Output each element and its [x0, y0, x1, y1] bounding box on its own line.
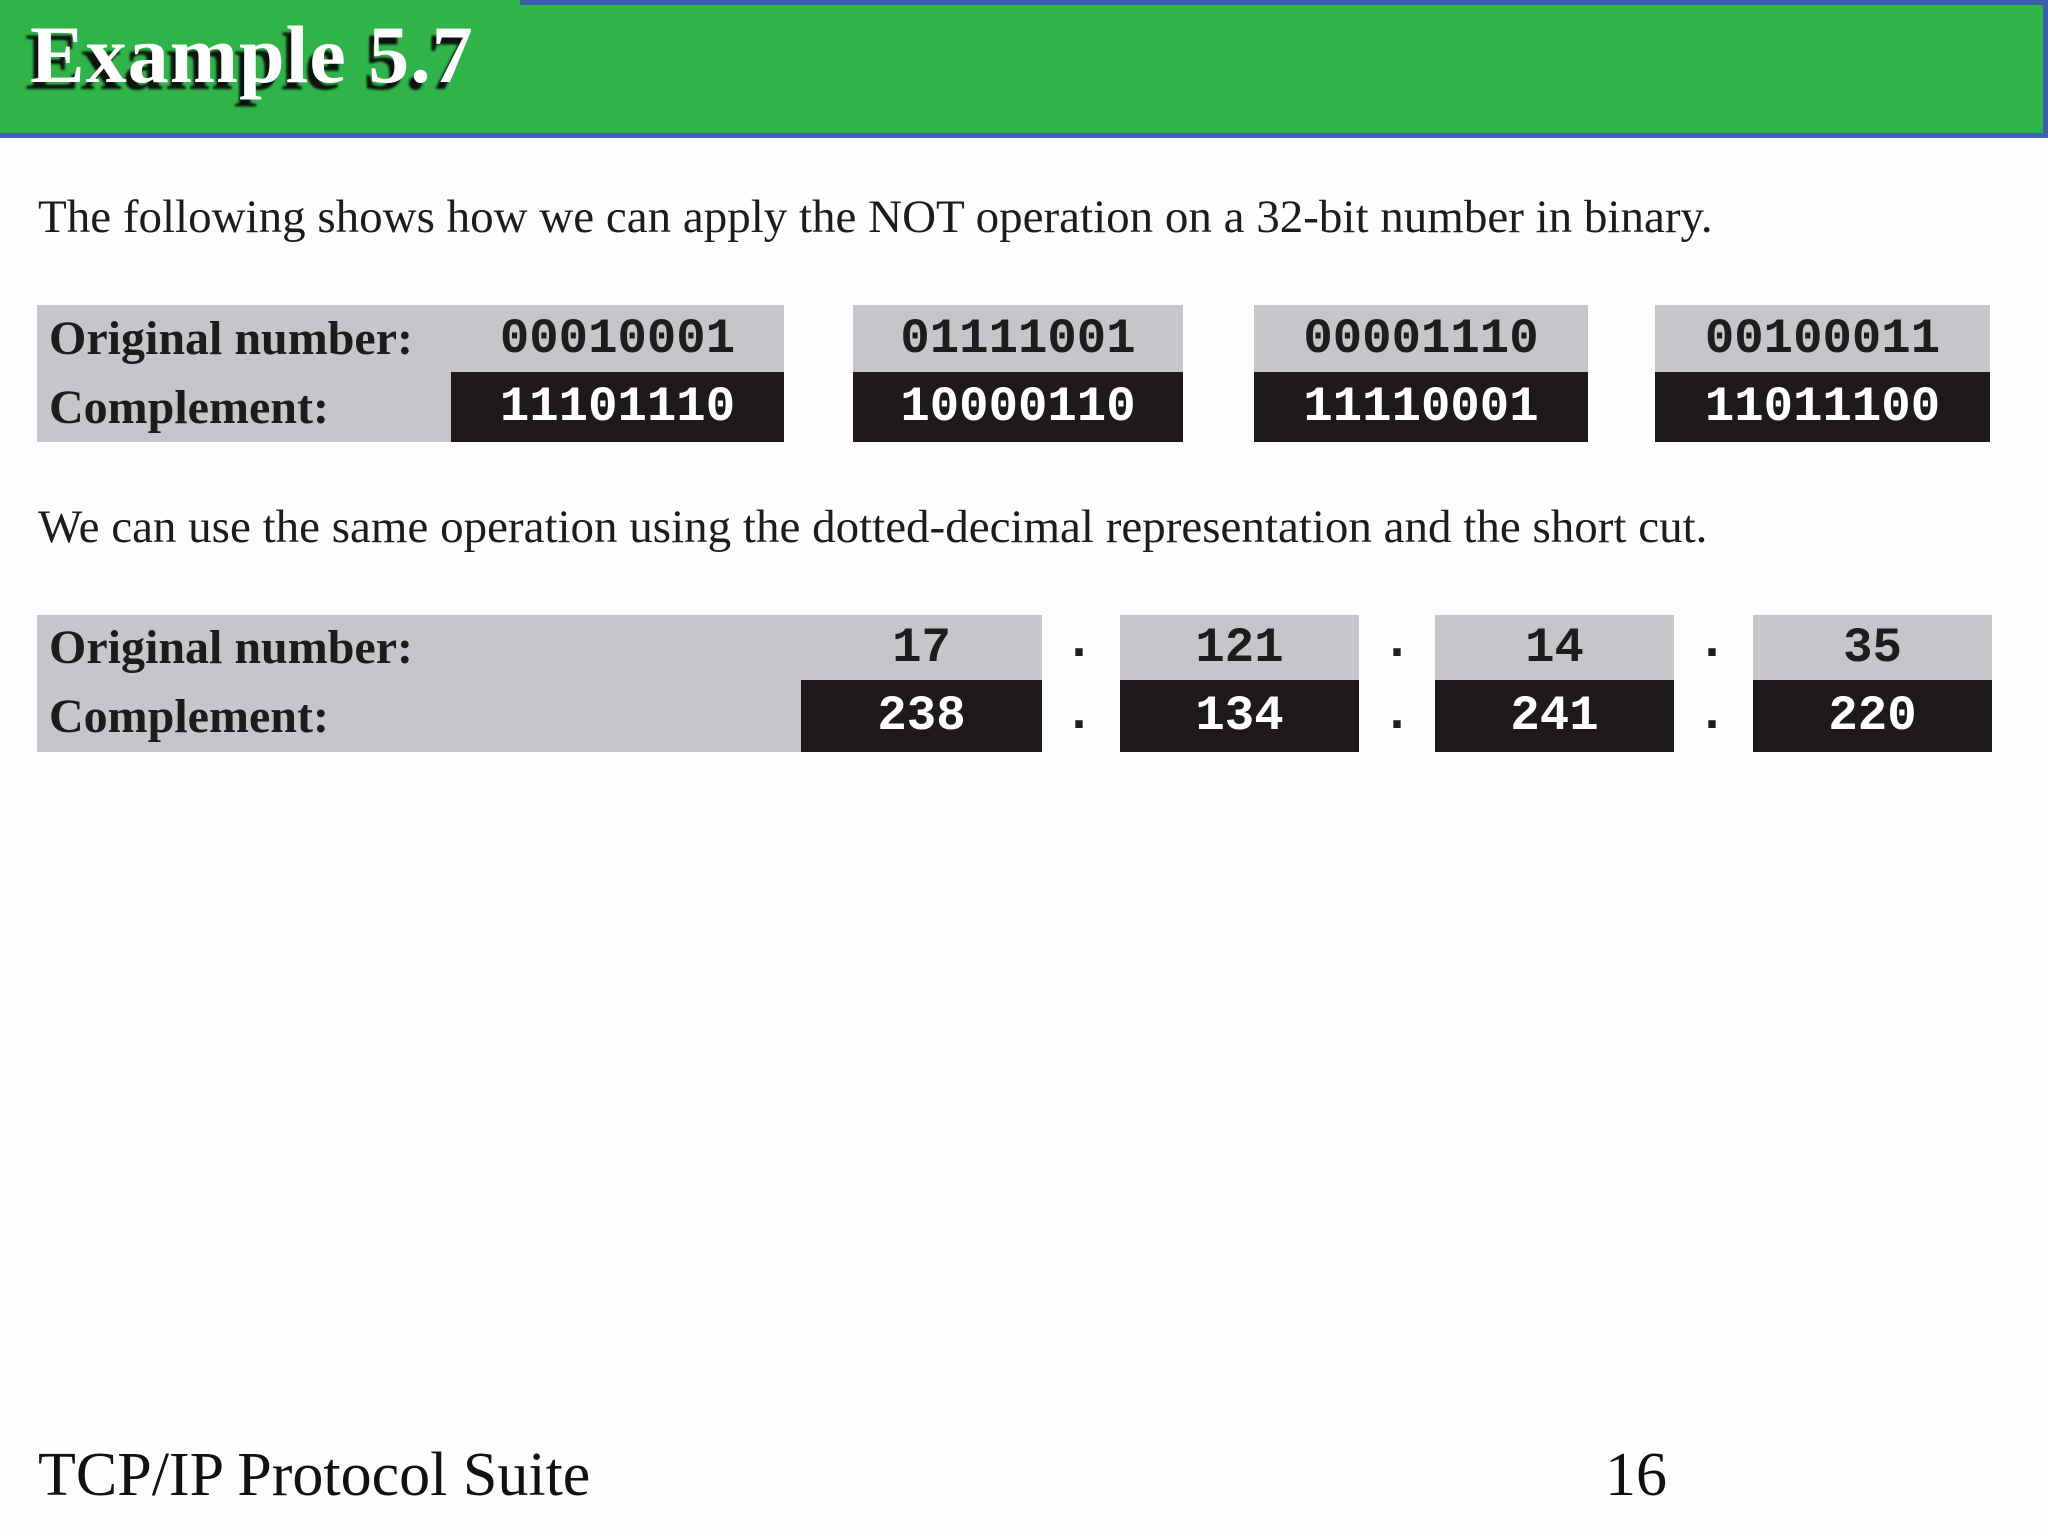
intro-paragraph: The following shows how we can apply the…: [38, 191, 1713, 243]
decimal-octet-block-2: 121 134: [1120, 615, 1359, 752]
dot-separator: .: [1696, 613, 1728, 672]
binary-original-value: 01111001: [900, 310, 1136, 367]
decimal-complement-value: 241: [1435, 680, 1674, 752]
original-row: 01111001: [853, 305, 1183, 372]
complement-row: Complement: 238: [37, 680, 1042, 752]
dot-separator: .: [1381, 685, 1413, 744]
title-bar: [0, 0, 2048, 133]
dot-separator: .: [1063, 613, 1095, 672]
decimal-complement-value: 134: [1120, 680, 1359, 752]
binary-complement-value: 10000110: [853, 372, 1183, 442]
complement-label: Complement:: [49, 380, 329, 434]
footer-book-title: TCP/IP Protocol Suite: [38, 1441, 591, 1509]
complement-row: 11110001: [1254, 372, 1588, 442]
decimal-original-value: 14: [1525, 619, 1584, 676]
decimal-octet-block-1: Original number: 17 Complement: 238: [37, 615, 1042, 752]
dot-separator: .: [1381, 613, 1413, 672]
original-row: 00100011: [1655, 305, 1990, 372]
decimal-original-value: 121: [1195, 619, 1284, 676]
complement-label: Complement:: [49, 689, 329, 743]
dot-separator: .: [1063, 685, 1095, 744]
binary-octet-block-2: 01111001 10000110: [853, 305, 1183, 442]
header-underline: [0, 133, 2048, 138]
binary-complement-value: 11101110: [451, 372, 784, 442]
original-row: 121: [1120, 615, 1359, 680]
decimal-original-value: 17: [892, 619, 951, 676]
decimal-complement-value: 238: [801, 680, 1042, 752]
dot-separator: .: [1696, 685, 1728, 744]
dotted-decimal-paragraph: We can use the same operation using the …: [38, 501, 1708, 553]
original-number-label: Original number:: [49, 312, 414, 365]
original-row: 35: [1753, 615, 1992, 680]
binary-complement-value: 11110001: [1254, 372, 1588, 442]
binary-octet-block-3: 00001110 11110001: [1254, 305, 1588, 442]
complement-row: 11011100: [1655, 372, 1990, 442]
binary-original-value: 00100011: [1704, 310, 1941, 367]
decimal-original-value: 35: [1843, 619, 1902, 676]
slide-title: Example 5.7: [30, 9, 474, 100]
decimal-complement-value: 220: [1753, 680, 1992, 752]
binary-octet-block-4: 00100011 11011100: [1655, 305, 1990, 442]
original-row: 14: [1435, 615, 1674, 680]
binary-octet-block-1: Original number: 00010001 Complement: 11…: [37, 305, 784, 442]
complement-row: 10000110: [853, 372, 1183, 442]
complement-row: 241: [1435, 680, 1674, 752]
binary-original-value: 00010001: [499, 310, 736, 367]
original-row: Original number: 00010001: [37, 305, 784, 372]
footer-page-number: 16: [1605, 1441, 1667, 1509]
complement-row: 220: [1753, 680, 1992, 752]
original-row: 00001110: [1254, 305, 1588, 372]
top-border-line: [520, 0, 2048, 5]
binary-complement-value: 11011100: [1655, 372, 1990, 442]
original-number-label: Original number:: [49, 621, 414, 674]
complement-row: 134: [1120, 680, 1359, 752]
decimal-octet-block-3: 14 241: [1435, 615, 1674, 752]
decimal-octet-block-4: 35 220: [1753, 615, 1992, 752]
binary-original-value: 00001110: [1303, 310, 1539, 367]
original-row: Original number: 17: [37, 615, 1042, 680]
complement-row: Complement: 11101110: [37, 372, 784, 442]
